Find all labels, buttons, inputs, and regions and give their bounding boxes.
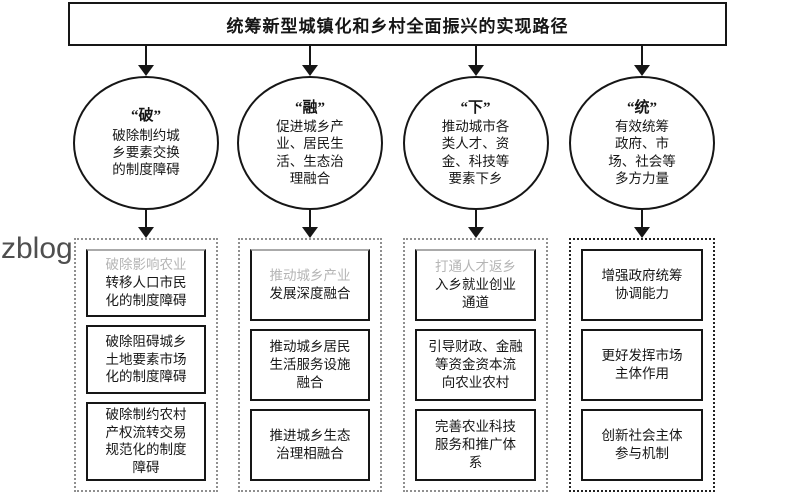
column-po: “破” 破除制约城 乡要素交换 的制度障碍 破除影响农业 转移人口市民 化的制度…: [73, 44, 219, 492]
measure-text: 推进城乡生态 治理相融合: [269, 428, 351, 461]
measure-text: 增强政府统筹 协调能力: [601, 268, 683, 301]
down-arrow-icon: [467, 44, 484, 76]
measure-box: 增强政府统筹 协调能力: [581, 249, 703, 321]
measure-group-xia: 打通人才返乡 入乡就业创业 通道 引导财政、金融 等资金资本流 向农业农村 完善…: [403, 238, 548, 492]
measure-text: 创新社会主体 参与机制: [601, 428, 683, 461]
column-tong: “统” 有效统筹 政府、市 场、社会等 多方力量 增强政府统筹 协调能力 更好发…: [569, 44, 715, 492]
measure-text: 转移人口市民 化的制度障碍: [105, 275, 187, 309]
measure-box: 引导财政、金融 等资金资本流 向农业农村: [415, 329, 536, 401]
measure-box: 推动城乡居民 生活服务设施 融合: [250, 329, 370, 401]
down-arrow-icon: [302, 210, 318, 238]
circle-rong: “融” 促进城乡产 业、居民生 活、生态治 理融合: [237, 76, 383, 210]
measure-text: 更好发挥市场 主体作用: [601, 348, 683, 381]
circle-keyword: “统”: [626, 99, 657, 116]
diagram-title-box: 统筹新型城镇化和乡村全面振兴的实现路径: [68, 2, 727, 46]
circle-keyword: “下”: [460, 99, 491, 116]
circle-keyword: “融”: [294, 99, 325, 116]
down-arrow-icon: [634, 210, 650, 238]
measure-text: 入乡就业创业 通道: [435, 277, 516, 310]
measure-box: 破除阻碍城乡 土地要素市场 化的制度障碍: [86, 325, 206, 394]
circle-description: 推动城市各 类人才、资 金、科技等 要素下乡: [441, 119, 510, 187]
down-arrow-icon: [467, 210, 484, 238]
measure-box: 推动城乡产业 发展深度融合: [250, 249, 370, 321]
measure-text: 破除制约农村 产权流转交易 规范化的制度 障碍: [105, 406, 187, 476]
measure-box: 打通人才返乡 入乡就业创业 通道: [415, 249, 536, 321]
down-arrow-icon: [634, 44, 650, 76]
measure-box: 创新社会主体 参与机制: [581, 409, 703, 481]
circle-po: “破” 破除制约城 乡要素交换 的制度障碍: [73, 76, 219, 210]
down-arrow-icon: [138, 210, 154, 238]
measure-box: 完善农业科技 服务和推广体 系: [415, 409, 536, 481]
down-arrow-icon: [302, 44, 318, 76]
measure-text-faded: 破除影响农业: [105, 257, 187, 273]
watermark-text: zblog: [1, 232, 73, 265]
measure-group-tong: 增强政府统筹 协调能力 更好发挥市场 主体作用 创新社会主体 参与机制: [569, 238, 715, 492]
measure-text: 破除阻碍城乡 土地要素市场 化的制度障碍: [105, 333, 187, 385]
measure-text: 发展深度融合: [269, 286, 351, 301]
circle-description: 破除制约城 乡要素交换 的制度障碍: [112, 127, 180, 178]
measure-box: 推进城乡生态 治理相融合: [250, 409, 370, 481]
diagram-title: 统筹新型城镇化和乡村全面振兴的实现路径: [226, 16, 569, 36]
measure-box: 更好发挥市场 主体作用: [581, 329, 703, 401]
column-rong: “融” 促进城乡产 业、居民生 活、生态治 理融合 推动城乡产业 发展深度融合 …: [237, 44, 383, 492]
circle-xia: “下” 推动城市各 类人才、资 金、科技等 要素下乡: [402, 76, 549, 210]
measure-box: 破除影响农业 转移人口市民 化的制度障碍: [86, 249, 206, 318]
measure-text: 引导财政、金融 等资金资本流 向农业农村: [428, 339, 523, 390]
measure-text-faded: 打通人才返乡: [435, 259, 516, 275]
measure-group-po: 破除影响农业 转移人口市民 化的制度障碍 破除阻碍城乡 土地要素市场 化的制度障…: [74, 238, 218, 492]
circle-tong: “统” 有效统筹 政府、市 场、社会等 多方力量: [569, 76, 715, 210]
down-arrow-icon: [138, 44, 154, 76]
measure-text-faded: 推动城乡产业: [269, 268, 351, 284]
circle-description: 有效统筹 政府、市 场、社会等 多方力量: [608, 119, 676, 187]
circle-description: 促进城乡产 业、居民生 活、生态治 理融合: [276, 119, 344, 187]
circle-keyword: “破”: [130, 108, 161, 125]
measure-box: 破除制约农村 产权流转交易 规范化的制度 障碍: [86, 401, 206, 481]
measure-group-rong: 推动城乡产业 发展深度融合 推动城乡居民 生活服务设施 融合 推进城乡生态 治理…: [238, 238, 382, 492]
column-xia: “下” 推动城市各 类人才、资 金、科技等 要素下乡 打通人才返乡 入乡就业创业…: [402, 44, 549, 492]
measure-text: 推动城乡居民 生活服务设施 融合: [269, 339, 351, 390]
measure-text: 完善农业科技 服务和推广体 系: [435, 419, 516, 470]
